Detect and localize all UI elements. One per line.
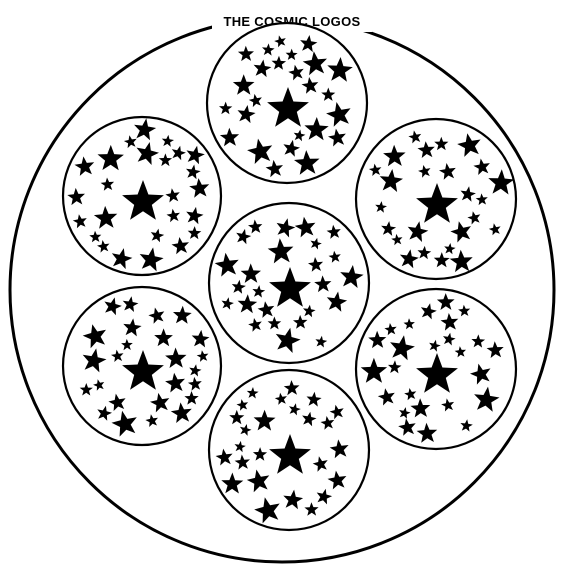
star-circle-bottom — [209, 370, 369, 530]
star-circle-upper-right — [356, 119, 516, 279]
star-circle-lower-right — [356, 289, 516, 449]
star-circle-upper-left — [63, 117, 221, 275]
star-circle-lower-left — [63, 287, 221, 445]
circles-layer — [63, 23, 516, 530]
star-circle-center — [209, 203, 369, 363]
star-circle-top — [207, 23, 367, 183]
